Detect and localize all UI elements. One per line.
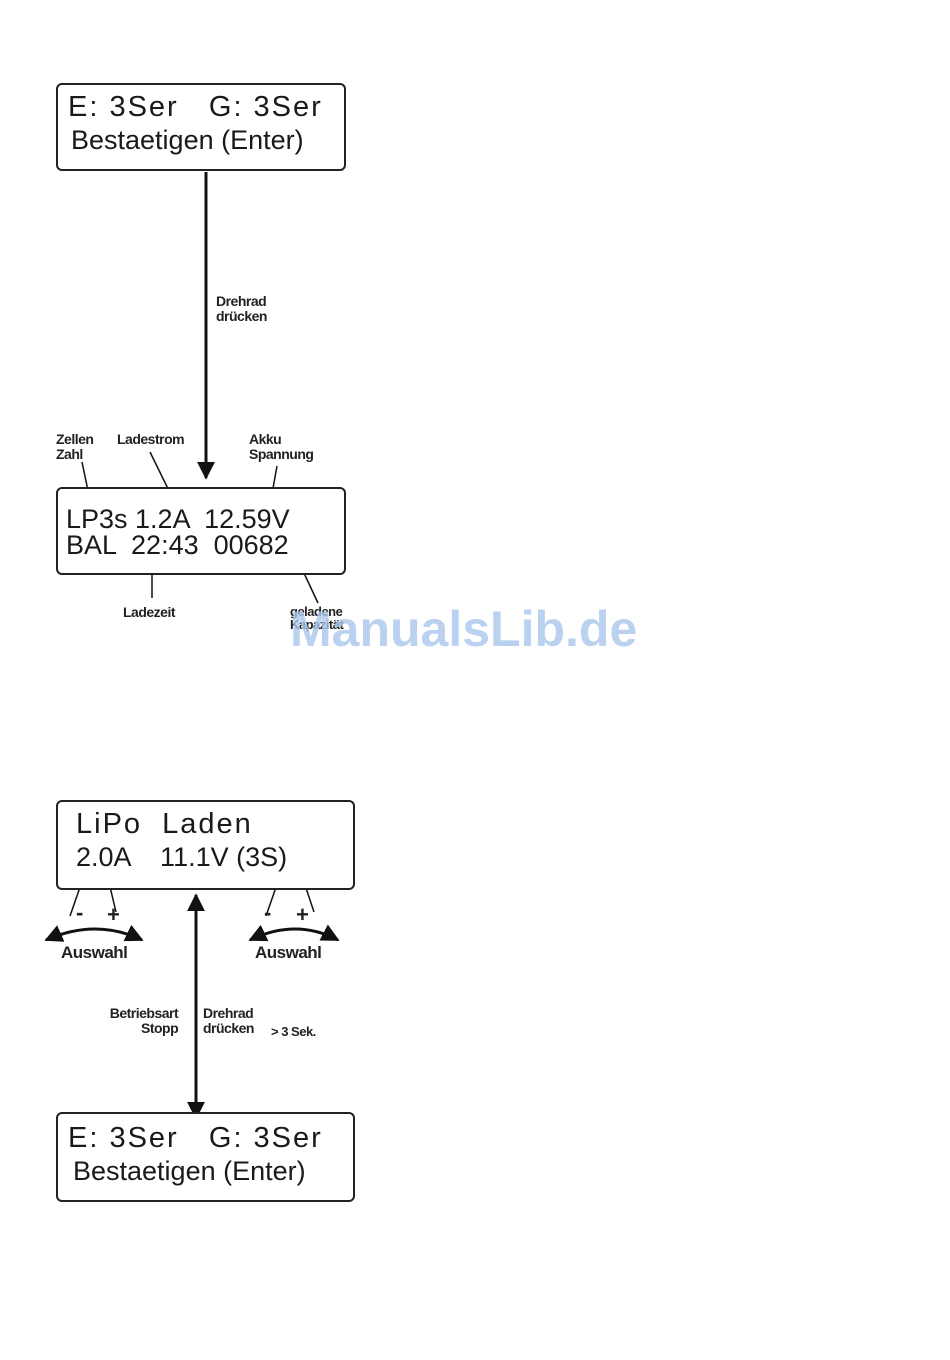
selector-left-minus: - [76, 900, 84, 925]
lcd-line-2: Bestaetigen (Enter) [71, 125, 304, 155]
callout-capacity: geladene Kapazität [290, 604, 344, 632]
selector-left-label: Auswahl [61, 943, 128, 962]
callout-voltage: Akku Spannung [249, 431, 314, 462]
lcd-line-1: LiPo Laden [76, 808, 253, 840]
selector-arc-right [248, 924, 340, 942]
selector-right-plus: + [296, 902, 309, 927]
press-label-2-line-2: drücken [203, 1020, 254, 1036]
lcd-line-1: LP3s 1.2A 12.59V [66, 504, 290, 534]
selector-right-label: Auswahl [255, 943, 322, 962]
press-label-line-2: drücken [216, 308, 267, 324]
callout-voltage-line-1: Akku [249, 431, 282, 447]
callout-voltage-line-2: Spannung [249, 446, 314, 462]
callout-cells: Zellen Zahl [56, 431, 94, 462]
press-label-2: Drehrad drücken [203, 1006, 254, 1036]
lcd-line-1: E: 3Ser G: 3Ser [68, 1122, 323, 1154]
press-label-line-1: Drehrad [216, 293, 267, 309]
mode-stop-label: Betriebsart Stopp [108, 1005, 179, 1036]
press-label-1: Drehrad drücken [216, 294, 267, 324]
lcd-line-2: Bestaetigen (Enter) [73, 1156, 306, 1186]
lcd-line-2: 2.0A 11.1V (3S) [76, 842, 288, 872]
callout-cells-line-1: Zellen [56, 431, 94, 447]
lcd-charging: LP3s 1.2A 12.59V BAL 22:43 00682 [56, 487, 346, 575]
selector-right-minus: - [264, 900, 272, 925]
watermark: ManualsLib.de [290, 601, 638, 657]
lcd-line-2: BAL 22:43 00682 [66, 530, 289, 560]
mode-stop-line-1: Betriebsart [109, 1005, 179, 1021]
lcd-lipo-charge: LiPo Laden 2.0A 11.1V (3S) [56, 800, 355, 890]
lcd-confirm-top: E: 3Ser G: 3Ser Bestaetigen (Enter) [56, 83, 346, 171]
mode-stop-line-2: Stopp [141, 1020, 179, 1036]
selector-arc-left [44, 924, 144, 942]
callout-cells-line-2: Zahl [56, 446, 83, 462]
lcd-confirm-bottom: E: 3Ser G: 3Ser Bestaetigen (Enter) [56, 1112, 355, 1202]
callout-time: Ladezeit [123, 604, 176, 620]
press-duration: > 3 Sek. [271, 1024, 316, 1039]
callout-capacity-line-1: geladene [290, 604, 343, 619]
selector-left-plus: + [107, 902, 120, 927]
lcd-line-1: E: 3Ser G: 3Ser [68, 91, 323, 123]
callout-current: Ladestrom [117, 431, 185, 447]
callout-capacity-line-2: Kapazität [290, 617, 344, 632]
press-label-2-line-1: Drehrad [203, 1005, 254, 1021]
